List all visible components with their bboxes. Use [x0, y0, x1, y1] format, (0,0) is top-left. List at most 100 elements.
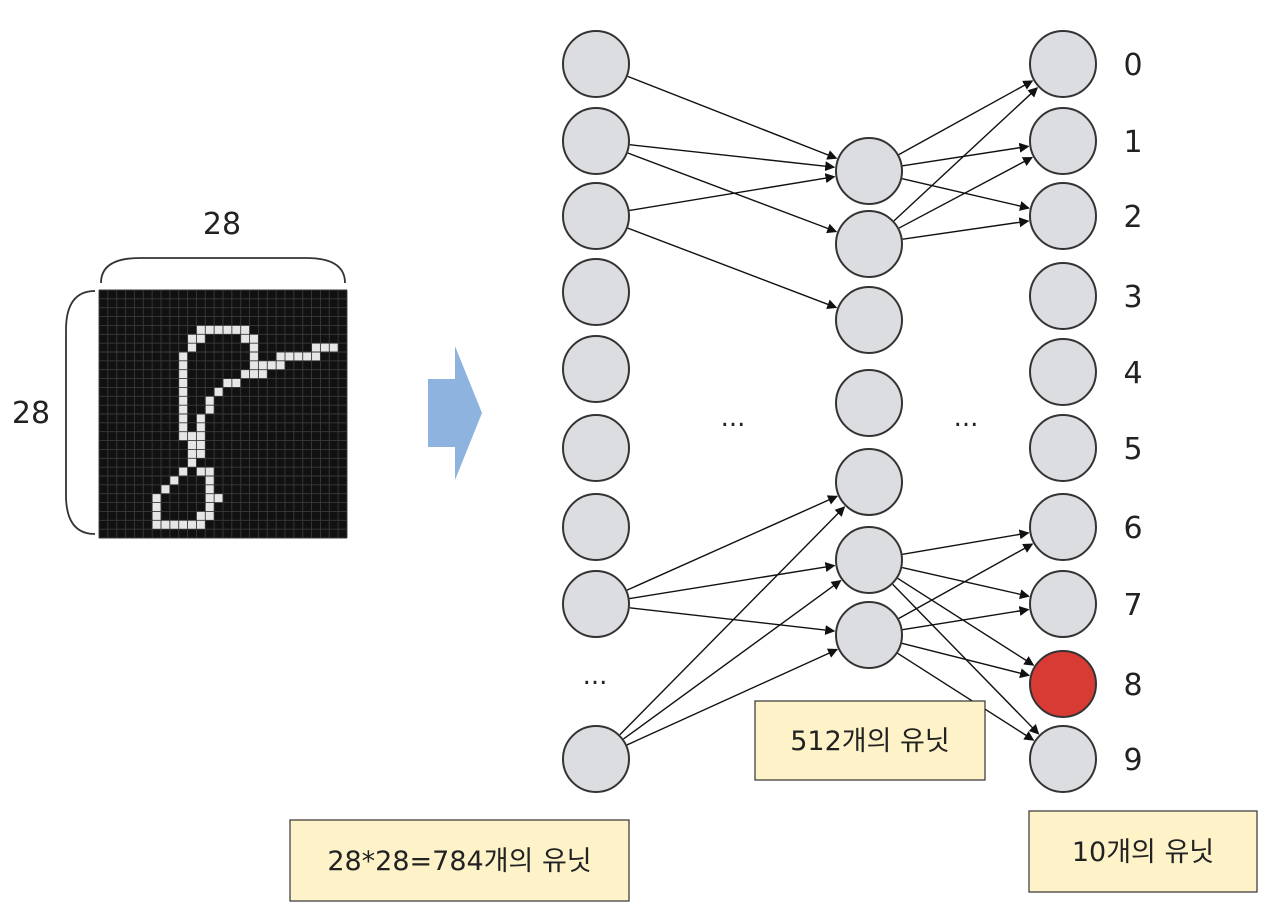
output-label-6: 6: [1123, 511, 1142, 546]
digit-pixel: [276, 352, 285, 361]
output-label-8: 8: [1123, 668, 1142, 703]
output-node: [1029, 725, 1097, 793]
output-label-1: 1: [1123, 125, 1142, 160]
digit-pixel: [196, 431, 206, 441]
digit-pixel: [178, 396, 188, 406]
digit-pixel: [169, 520, 179, 530]
output-label-9: 9: [1123, 743, 1142, 778]
digit-pixel: [214, 387, 223, 397]
connection-arrow: [619, 506, 846, 736]
digit-pixel: [196, 511, 206, 521]
digit-pixel: [196, 422, 206, 432]
digit-pixel: [178, 352, 188, 361]
digit-pixel: [205, 325, 215, 335]
digit-pixel: [320, 343, 330, 352]
digit-pixel: [311, 343, 321, 352]
hidden-caption-box: 512개의 유닛: [754, 700, 986, 781]
input-node: [562, 493, 630, 561]
digit-pixel: [249, 352, 259, 361]
hidden-node: [835, 526, 903, 594]
digit-pixel: [205, 511, 215, 521]
digit-pixel: [178, 422, 188, 432]
connection-arrow: [902, 142, 1030, 167]
digit-pixel: [205, 396, 215, 406]
input-node: [562, 107, 630, 175]
input-node: [562, 725, 630, 793]
digit-pixel: [196, 520, 206, 530]
digit-pixel: [178, 387, 188, 397]
connection-ellipsis-left: ...: [721, 403, 746, 433]
connection-arrow: [893, 87, 1039, 222]
digit-pixel: [196, 325, 206, 335]
output-node: [1029, 414, 1097, 482]
digit-pixel: [249, 334, 259, 344]
top-brace: [100, 257, 346, 284]
connection-arrow: [629, 607, 836, 636]
digit-pixel: [161, 484, 170, 494]
connection-arrow: [897, 652, 1035, 741]
digit-pixel: [293, 352, 303, 361]
hidden-caption: 512개의 유닛: [790, 726, 949, 757]
output-node: [1029, 107, 1097, 175]
connection-arrow: [902, 529, 1030, 555]
digit-pixel: [196, 449, 206, 459]
connection-arrow: [626, 648, 839, 746]
digit-pixel: [187, 431, 197, 441]
flow-arrow: [428, 346, 482, 480]
digit-pixel: [249, 360, 259, 370]
digit-pixel: [187, 343, 197, 352]
digit-pixel: [205, 484, 215, 494]
digit-pixel: [258, 360, 268, 370]
digit-pixel: [249, 343, 259, 352]
image-height-label: 28: [12, 396, 50, 431]
connection-arrow: [901, 642, 1031, 679]
connection-arrow: [627, 227, 838, 310]
digit-pixel: [223, 378, 232, 388]
left-brace: [65, 290, 96, 535]
digit-pixel: [178, 405, 188, 414]
digit-pixel: [152, 520, 161, 530]
output-label-0: 0: [1123, 48, 1142, 83]
output-label-5: 5: [1123, 432, 1142, 467]
connection-arrow: [898, 543, 1034, 620]
digit-pixel: [223, 325, 232, 335]
output-node: [1029, 182, 1097, 250]
digit-pixel: [196, 414, 206, 423]
input-node: [562, 182, 630, 250]
connection-arrow: [627, 75, 838, 160]
hidden-node: [835, 601, 903, 669]
digit-pixel: [187, 440, 197, 450]
output-caption-box: 10개의 유닛: [1028, 810, 1258, 893]
digit-pixel: [178, 467, 188, 476]
hidden-node: [835, 137, 903, 205]
digit-pixel: [152, 511, 161, 521]
digit-pixel: [267, 360, 277, 370]
input-ellipsis: ...: [583, 661, 608, 691]
pixel-grid: [98, 289, 348, 539]
digit-pixel: [152, 502, 161, 512]
connection-arrow: [629, 173, 836, 212]
digit-pixel: [178, 431, 188, 441]
digit-pixel: [240, 369, 250, 379]
output-node: [1029, 262, 1097, 330]
digit-pixel: [196, 334, 206, 344]
input-node: [562, 258, 630, 326]
connection-arrow: [626, 495, 838, 591]
digit-pixel: [276, 360, 285, 370]
connection-ellipsis-right: ...: [954, 403, 979, 433]
input-node: [562, 570, 630, 638]
digit-pixel: [240, 325, 250, 335]
input-caption-box: 28*28=784개의 유닛: [289, 819, 630, 902]
output-node: [1029, 30, 1097, 98]
digit-pixel: [187, 449, 197, 459]
digit-pixel: [258, 369, 268, 379]
image-width-label: 28: [203, 207, 241, 242]
digit-pixel: [152, 493, 161, 503]
connection-arrow: [629, 144, 836, 172]
output-node-active: [1029, 650, 1097, 718]
digit-pixel: [205, 493, 215, 503]
digit-pixel: [214, 493, 223, 503]
